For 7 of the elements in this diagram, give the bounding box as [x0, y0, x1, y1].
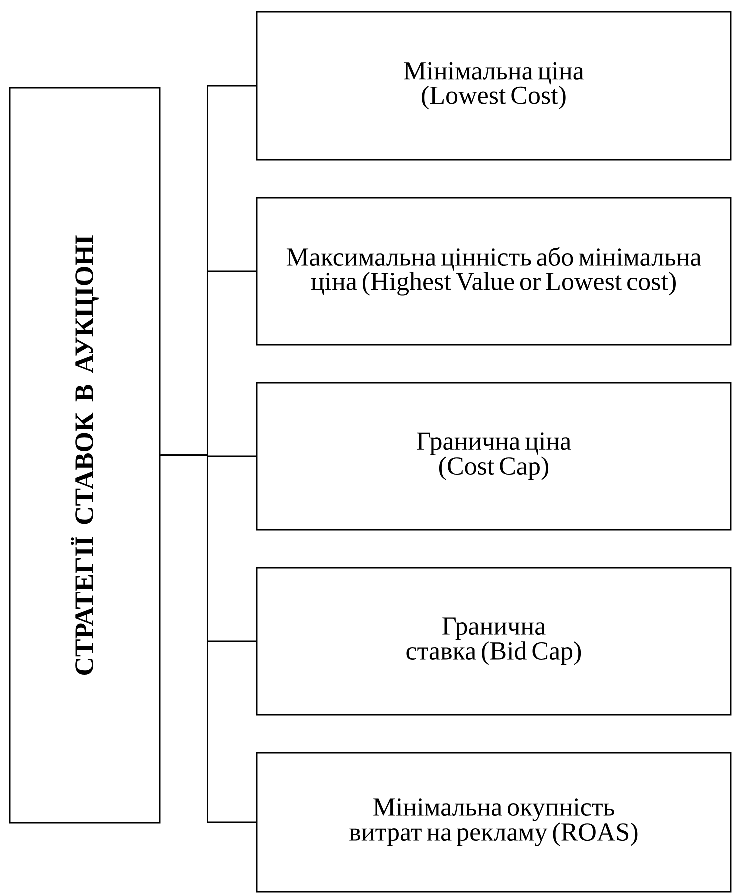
title-box: СТРАТЕГІЇ СТАВОК В АУКЦІОНІ — [9, 87, 161, 824]
strategy-box: Мінімальна окупність витрат на рекламу (ROAS) — [256, 752, 732, 893]
connector-line — [160, 454, 256, 824]
strategy-box: Максимальна цінність або мінімальна ціна (Highest Value or Lowest cost) — [256, 197, 732, 346]
strategy-box: Гранична ціна (Cost Cap) — [256, 382, 732, 531]
strategy-box: Мінімальна ціна (Lowest Cost) — [256, 11, 732, 161]
strategy-box: Гранична ставка (Bid Cap) — [256, 567, 732, 716]
